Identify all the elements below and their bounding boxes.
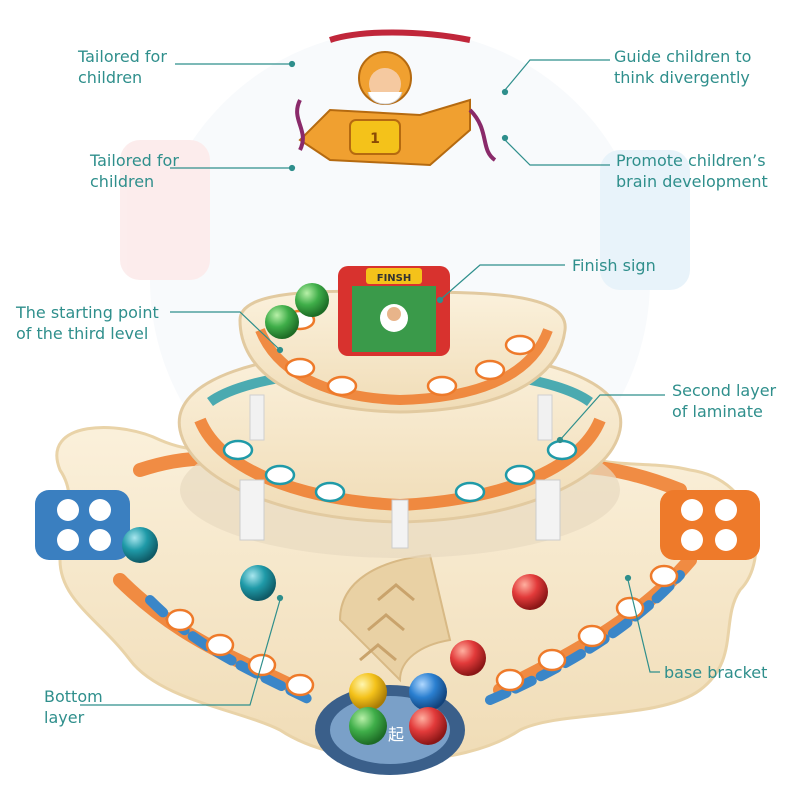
annotation-guide-divergent: Guide children to think divergently <box>614 47 752 87</box>
annotation-second-layer: Second layer of laminate <box>672 381 777 421</box>
annotation-finish-sign: Finish sign <box>572 256 656 275</box>
annotation-brain-development: Promote children’s brain development <box>616 151 768 191</box>
marbles <box>122 283 548 745</box>
annotation-bottom-layer: Bottom layer <box>44 687 103 727</box>
annotation-starting-point-third: The starting point of the third level <box>16 303 159 343</box>
annotation-tailored-second: Tailored for children <box>90 151 179 191</box>
finish-gate: FINSH <box>338 266 450 356</box>
leader-lines <box>80 59 665 706</box>
finish-banner-text: FINSH <box>377 273 412 284</box>
ramp <box>338 553 452 683</box>
right-home-base <box>660 490 760 560</box>
annotation-tailored-top: Tailored for children <box>78 47 167 87</box>
start-marker-text: 起 <box>388 725 404 744</box>
kart-number-text: 1 <box>370 131 380 147</box>
left-home-base <box>35 490 130 560</box>
second-layer-board <box>177 348 623 558</box>
racer-mascot: 1 <box>295 29 497 167</box>
annotation-base-bracket: base bracket <box>664 663 768 682</box>
